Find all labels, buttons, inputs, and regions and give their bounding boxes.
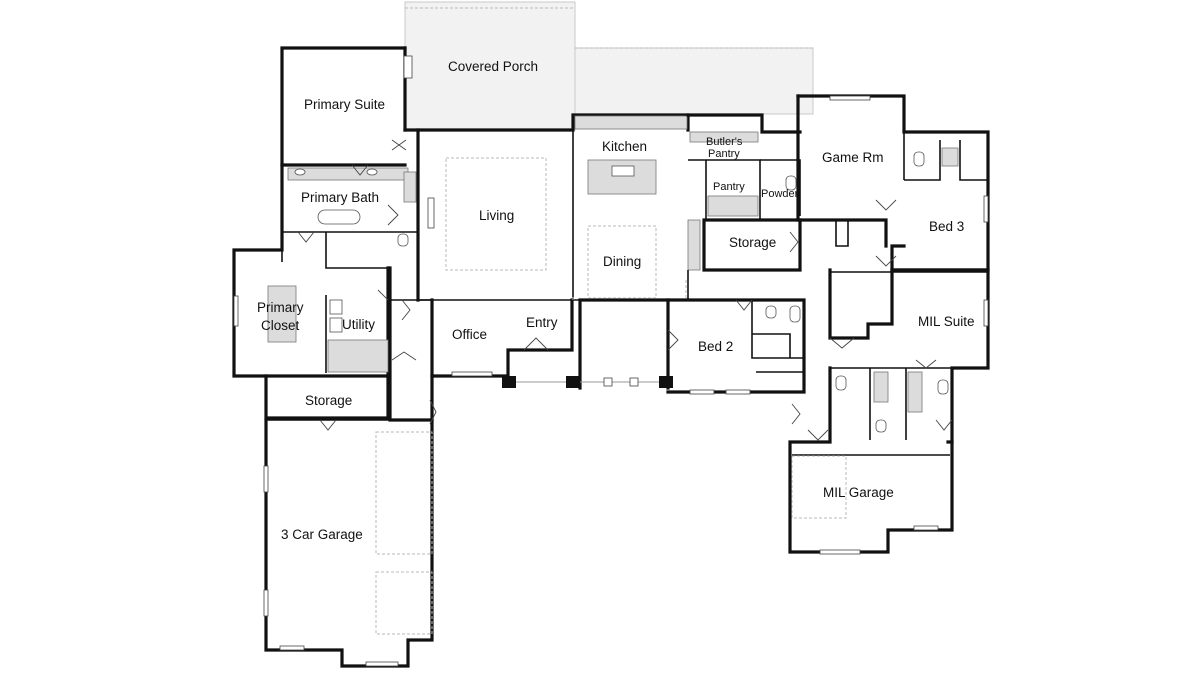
primary-closet-label-line2: Closet [261, 318, 300, 333]
kitchen-label: Kitchen [602, 139, 647, 154]
door-swings [297, 139, 953, 441]
primary-bath-label: Primary Bath [301, 190, 379, 205]
primary-suite-label: Primary Suite [304, 97, 385, 112]
powder-label: Powder [761, 188, 799, 200]
office-label: Office [452, 327, 487, 342]
covered-porch-area [404, 1, 814, 131]
three-car-garage-label: 3 Car Garage [281, 527, 363, 542]
service-walls [686, 113, 802, 300]
mil-garage-label: MIL Garage [823, 485, 894, 500]
right-wing-walls [796, 94, 990, 272]
utility-label: Utility [342, 317, 375, 332]
storage-left-label: Storage [305, 393, 352, 408]
dining-label: Dining [603, 254, 641, 269]
bed-3-label: Bed 3 [929, 219, 964, 234]
primary-bath-fixtures [287, 167, 417, 247]
mil-suite-label: MIL Suite [918, 314, 975, 329]
game-rm-label: Game Rm [822, 150, 884, 165]
storage-center-label: Storage [729, 235, 776, 250]
kitchen-fixtures [574, 115, 701, 271]
bed-2-label: Bed 2 [698, 339, 733, 354]
entry-label: Entry [526, 315, 558, 330]
garage-stalls [375, 431, 433, 635]
windows [233, 55, 989, 667]
primary-closet-label-line1: Primary [257, 300, 304, 315]
lower-right-walls [666, 268, 990, 554]
pantry-label: Pantry [713, 181, 745, 193]
covered-porch-label: Covered Porch [448, 59, 538, 74]
entry-posts [502, 376, 673, 388]
butlers-pantry-label-line2: Pantry [708, 148, 740, 160]
center-dashed [445, 157, 687, 300]
living-label: Living [479, 208, 514, 223]
utility-fixtures [267, 285, 389, 373]
butlers-pantry-label-line1: Butler's [706, 136, 743, 148]
